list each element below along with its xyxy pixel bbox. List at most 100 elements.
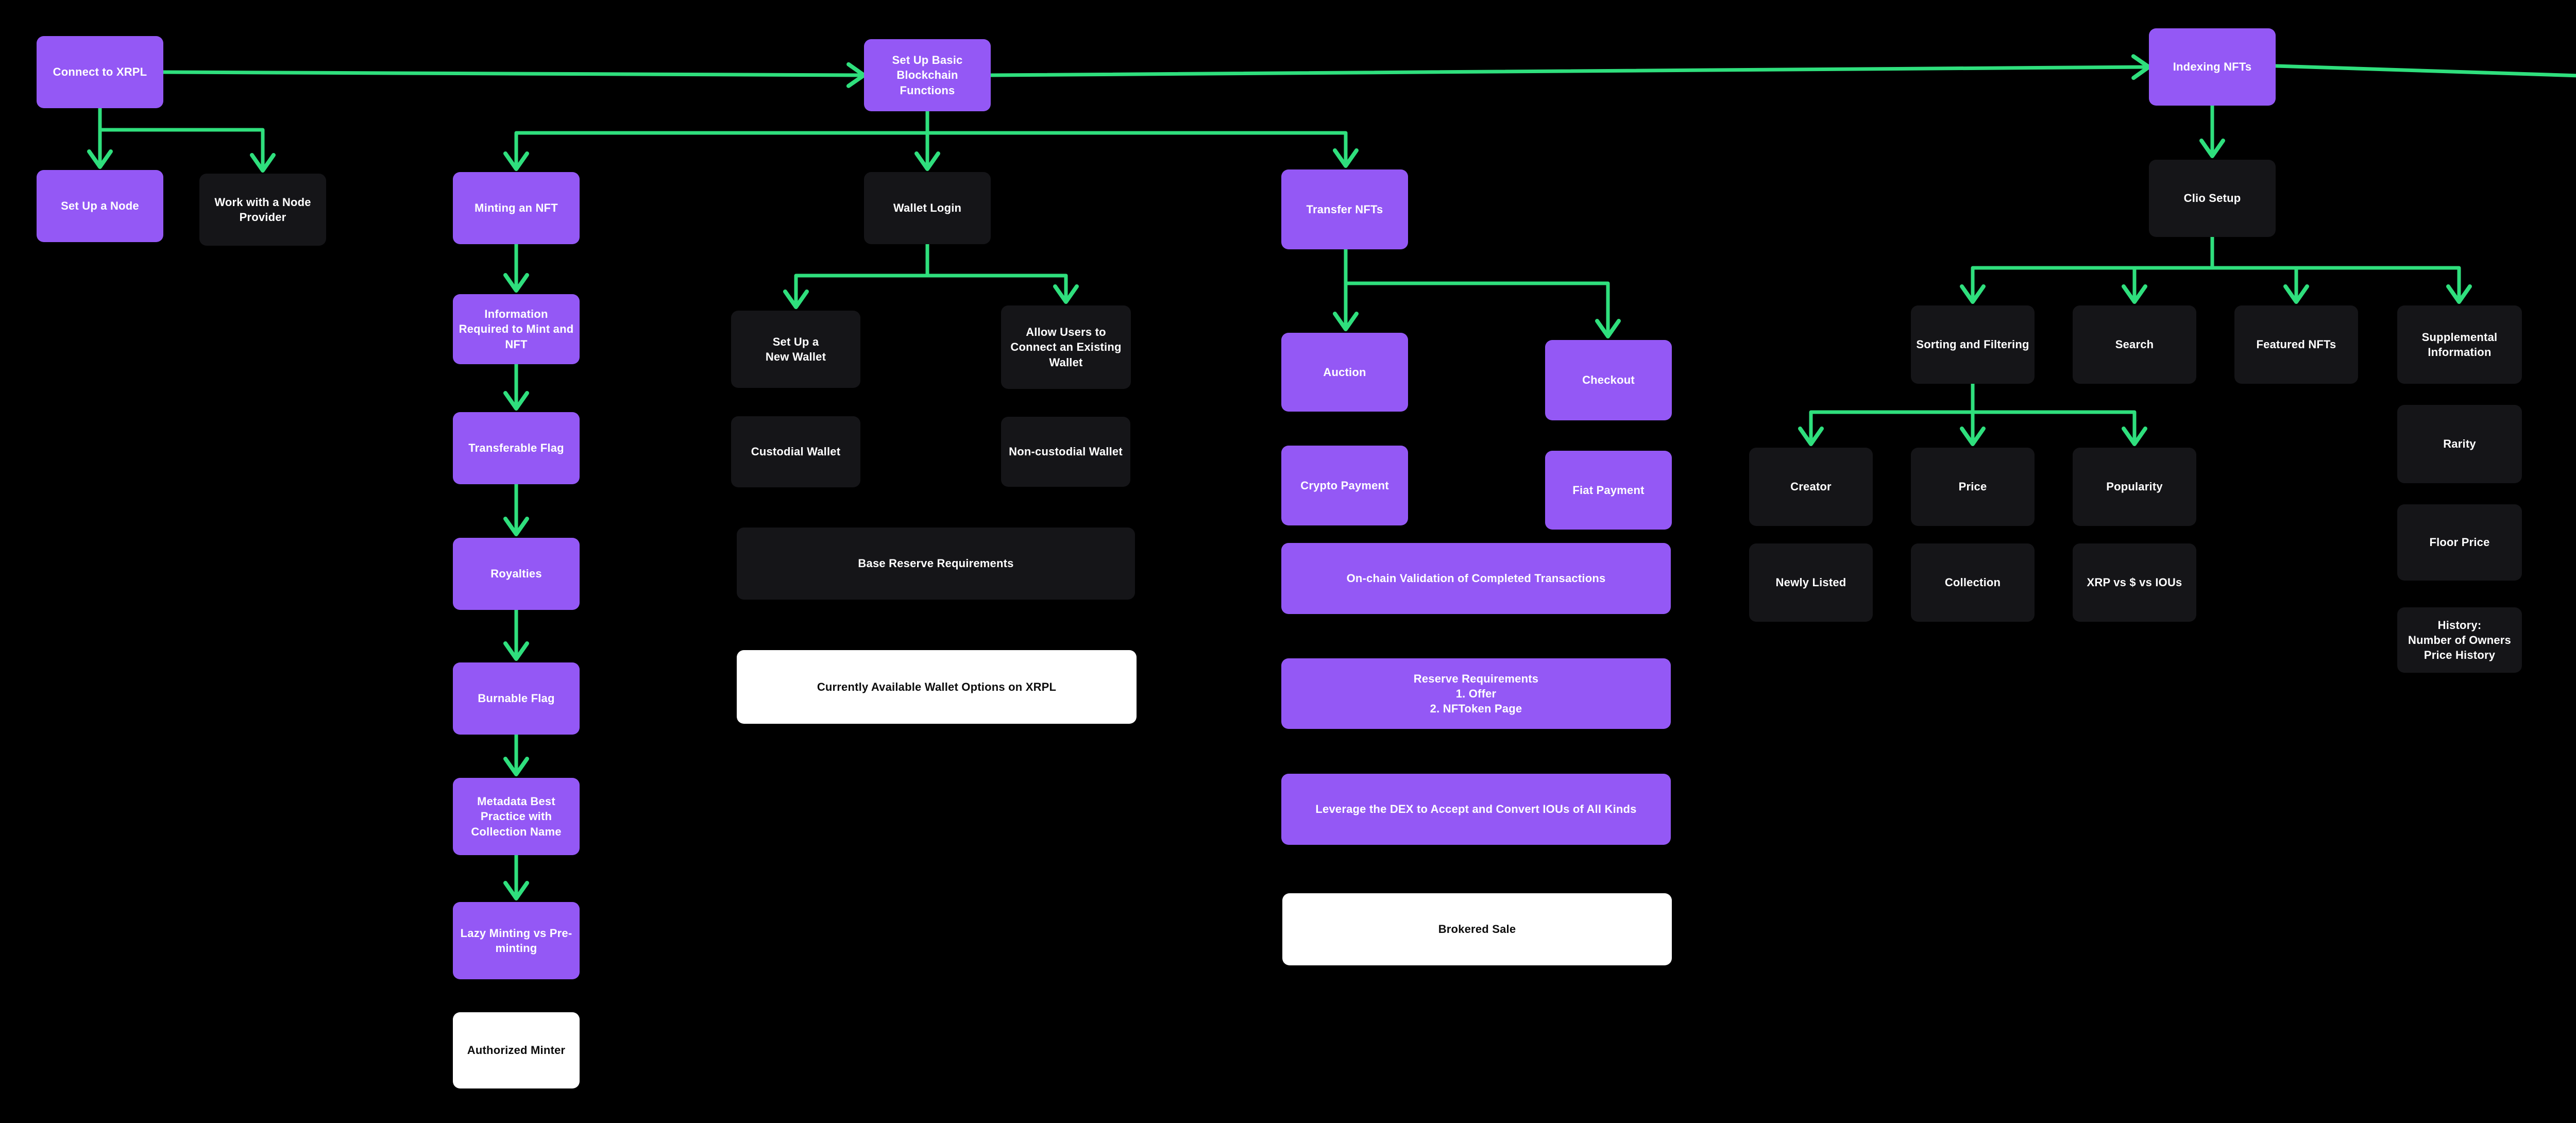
node-base-reserve-requirements-label: Base Reserve Requirements xyxy=(858,557,1014,570)
node-metadata-best-practice-label: Metadata Best Practice with Collection N… xyxy=(471,795,562,838)
connector-transfer-to-checkout xyxy=(1344,281,1621,338)
node-wallet-login-label: Wallet Login xyxy=(893,201,962,215)
node-newly-listed-label: Newly Listed xyxy=(1775,576,1846,589)
node-auction-label: Auction xyxy=(1323,365,1366,379)
node-price-label: Price xyxy=(1958,480,1987,494)
node-base-reserve-requirements[interactable]: Base Reserve Requirements xyxy=(737,528,1135,600)
node-information-required[interactable]: Information Required to Mint and NFT xyxy=(453,294,580,364)
connector-sorting-to-popularity xyxy=(1971,410,2147,446)
connector-walletlogin-to-newwallet xyxy=(783,242,929,309)
node-connect-to-xrpl-label: Connect to XRPL xyxy=(53,65,147,79)
node-onchain-validation-label: On-chain Validation of Completed Transac… xyxy=(1346,572,1606,585)
node-xrp-vs-dollar-vs-ious[interactable]: XRP vs $ vs IOUs xyxy=(2073,543,2196,622)
node-supplemental-information[interactable]: Supplemental Information xyxy=(2397,305,2522,384)
node-authorized-minter-label: Authorized Minter xyxy=(467,1044,566,1057)
node-collection[interactable]: Collection xyxy=(1911,543,2035,622)
node-rarity-label: Rarity xyxy=(2443,437,2476,451)
node-set-up-a-node[interactable]: Set Up a Node xyxy=(37,170,163,242)
node-custodial-wallet-label: Custodial Wallet xyxy=(751,445,841,458)
node-transferable-flag-label: Transferable Flag xyxy=(468,441,564,455)
node-allow-users-to-connect-existing-wallet[interactable]: Allow Users to Connect an Existing Walle… xyxy=(1001,305,1131,389)
node-set-up-basic-blockchain-functions[interactable]: Set Up Basic Blockchain Functions xyxy=(864,39,991,111)
node-non-custodial-wallet-label: Non-custodial Wallet xyxy=(1009,445,1123,458)
node-newly-listed[interactable]: Newly Listed xyxy=(1749,543,1873,622)
node-supplemental-information-label: Supplemental Information xyxy=(2421,330,2498,359)
node-featured-nfts[interactable]: Featured NFTs xyxy=(2234,305,2358,384)
node-indexing-nfts[interactable]: Indexing NFTs xyxy=(2149,28,2276,106)
node-information-required-label: Information Required to Mint and NFT xyxy=(459,308,574,351)
node-royalties[interactable]: Royalties xyxy=(453,538,580,610)
node-sorting-and-filtering[interactable]: Sorting and Filtering xyxy=(1911,305,2035,384)
node-featured-nfts-label: Featured NFTs xyxy=(2256,338,2336,351)
node-lazy-minting-vs-preminting[interactable]: Lazy Minting vs Pre-minting xyxy=(453,902,580,979)
node-connect-to-xrpl[interactable]: Connect to XRPL xyxy=(37,36,163,108)
node-history[interactable]: History: Number of Owners Price History xyxy=(2397,607,2522,673)
node-leverage-the-dex-label: Leverage the DEX to Accept and Convert I… xyxy=(1315,803,1637,816)
node-fiat-payment[interactable]: Fiat Payment xyxy=(1545,451,1672,530)
node-checkout-label: Checkout xyxy=(1582,373,1635,387)
node-currently-available-wallet-options[interactable]: Currently Available Wallet Options on XR… xyxy=(737,650,1137,724)
node-burnable-flag-label: Burnable Flag xyxy=(478,692,555,705)
connector-setupbasic-to-transfer xyxy=(925,131,1359,168)
node-set-up-a-node-label: Set Up a Node xyxy=(61,199,139,213)
node-brokered-sale[interactable]: Brokered Sale xyxy=(1282,893,1672,965)
node-work-with-a-node-provider-label: Work with a Node Provider xyxy=(214,195,311,224)
connector-walletlogin-to-allowusers xyxy=(925,274,1079,304)
node-metadata-best-practice[interactable]: Metadata Best Practice with Collection N… xyxy=(453,778,580,855)
node-onchain-validation[interactable]: On-chain Validation of Completed Transac… xyxy=(1281,543,1671,614)
node-burnable-flag[interactable]: Burnable Flag xyxy=(453,662,580,735)
node-sorting-and-filtering-label: Sorting and Filtering xyxy=(1916,338,2029,351)
node-search-label: Search xyxy=(2115,338,2154,351)
connector-setupbasic-to-minting xyxy=(503,131,929,171)
node-work-with-a-node-provider[interactable]: Work with a Node Provider xyxy=(199,174,326,246)
node-set-up-a-new-wallet-label: Set Up a New Wallet xyxy=(765,335,826,363)
node-transfer-nfts-label: Transfer NFTs xyxy=(1306,202,1383,216)
node-search[interactable]: Search xyxy=(2073,305,2196,384)
node-clio-setup-label: Clio Setup xyxy=(2183,192,2241,205)
connector-clio-to-sorting xyxy=(1960,235,2214,304)
node-history-label: History: Number of Owners Price History xyxy=(2408,618,2511,662)
node-non-custodial-wallet[interactable]: Non-custodial Wallet xyxy=(1001,417,1130,487)
node-set-up-basic-blockchain-functions-label: Set Up Basic Blockchain Functions xyxy=(892,54,963,97)
node-leverage-the-dex[interactable]: Leverage the DEX to Accept and Convert I… xyxy=(1281,774,1671,845)
node-floor-price-label: Floor Price xyxy=(2429,536,2490,549)
connector-setupbasic-to-indexing xyxy=(989,54,2151,80)
node-wallet-login[interactable]: Wallet Login xyxy=(864,172,991,244)
node-checkout[interactable]: Checkout xyxy=(1545,340,1672,420)
node-clio-setup[interactable]: Clio Setup xyxy=(2149,160,2276,237)
node-collection-label: Collection xyxy=(1944,576,2001,589)
node-xrp-vs-dollar-vs-ious-label: XRP vs $ vs IOUs xyxy=(2087,576,2182,589)
node-brokered-sale-label: Brokered Sale xyxy=(1438,923,1516,936)
node-minting-an-nft-label: Minting an NFT xyxy=(474,201,558,215)
node-set-up-a-new-wallet[interactable]: Set Up a New Wallet xyxy=(731,311,860,388)
node-floor-price[interactable]: Floor Price xyxy=(2397,504,2522,581)
connector-sorting-to-creator xyxy=(1798,410,1975,446)
node-crypto-payment[interactable]: Crypto Payment xyxy=(1281,446,1408,525)
connector-connect-to-nodeprovider xyxy=(98,128,276,173)
connector-indexing-to-caching xyxy=(2274,64,2576,78)
node-rarity[interactable]: Rarity xyxy=(2397,405,2522,483)
node-indexing-nfts-label: Indexing NFTs xyxy=(2173,60,2252,74)
node-lazy-minting-vs-preminting-label: Lazy Minting vs Pre-minting xyxy=(460,926,572,955)
node-minting-an-nft[interactable]: Minting an NFT xyxy=(453,172,580,244)
node-creator-label: Creator xyxy=(1790,480,1832,494)
node-currently-available-wallet-options-label: Currently Available Wallet Options on XR… xyxy=(817,680,1057,693)
node-royalties-label: Royalties xyxy=(490,567,542,581)
node-auction[interactable]: Auction xyxy=(1281,333,1408,412)
node-authorized-minter[interactable]: Authorized Minter xyxy=(453,1012,580,1088)
connector-clio-to-supplemental xyxy=(2210,266,2472,304)
node-fiat-payment-label: Fiat Payment xyxy=(1572,483,1645,497)
node-custodial-wallet[interactable]: Custodial Wallet xyxy=(731,416,860,487)
node-reserve-requirements-label: Reserve Requirements 1. Offer 2. NFToken… xyxy=(1413,672,1539,716)
node-allow-users-to-connect-existing-wallet-label: Allow Users to Connect an Existing Walle… xyxy=(1010,326,1122,369)
node-popularity[interactable]: Popularity xyxy=(2073,448,2196,526)
node-creator[interactable]: Creator xyxy=(1749,448,1873,526)
node-transferable-flag[interactable]: Transferable Flag xyxy=(453,412,580,484)
node-crypto-payment-label: Crypto Payment xyxy=(1300,479,1389,492)
node-transfer-nfts[interactable]: Transfer NFTs xyxy=(1281,169,1408,249)
node-price[interactable]: Price xyxy=(1911,448,2035,526)
connector-connect-to-setupbasic xyxy=(161,62,866,88)
node-reserve-requirements[interactable]: Reserve Requirements 1. Offer 2. NFToken… xyxy=(1281,658,1671,729)
